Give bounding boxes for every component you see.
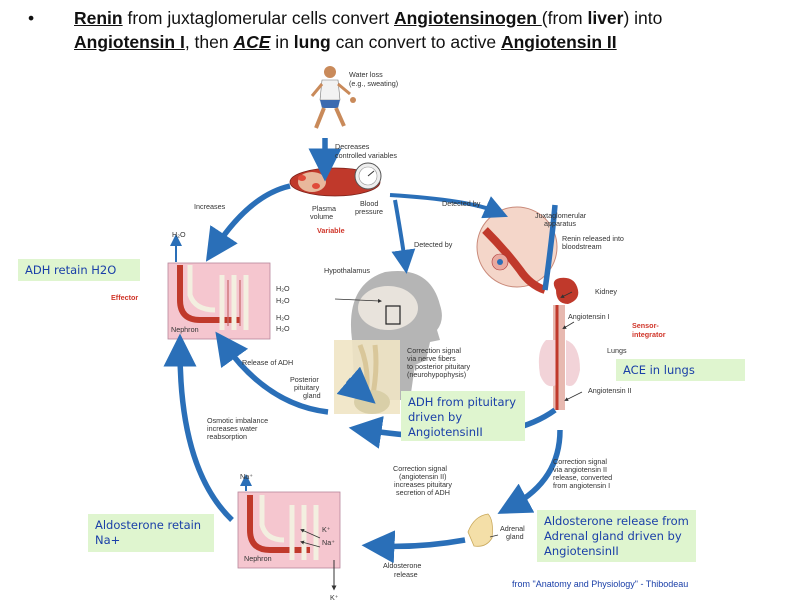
angiotensin-i-term: Angiotensin I (74, 32, 185, 52)
variable-label: Variable (317, 226, 345, 235)
bullet-dot: • (28, 8, 35, 28)
correction1-line4: (neurohypophysis) (407, 370, 466, 379)
h2o-label-1: H₂O (276, 284, 290, 293)
header-fragment: ) into (623, 8, 663, 28)
header-fragment: from juxtaglomerular cells convert (122, 8, 394, 28)
note-ace-in-lungs: ACE in lungs (616, 359, 745, 381)
blood-vessel-illustration (289, 162, 382, 197)
note-aldosterone-release: Aldosterone release from Adrenal gland d… (537, 510, 696, 562)
runner-figure (310, 66, 356, 129)
kidney-lungs-illustration (538, 277, 580, 410)
integrator-label: integrator (632, 330, 666, 339)
correction1-line1: Correction signal (407, 346, 461, 355)
h2o-top-label: H₂O (172, 230, 186, 239)
hypothalamus-label: Hypothalamus (324, 266, 370, 275)
gland-label: gland (303, 391, 321, 400)
lungs-label: Lungs (607, 346, 627, 355)
renin-released-label: Renin released into (562, 234, 624, 243)
decreases-label: Decreases (335, 142, 370, 151)
lung-term: lung (293, 32, 331, 52)
juxtaglomerular-illustration (476, 206, 558, 294)
angiotensin-ii-term: Angiotensin II (500, 32, 617, 52)
na-top-label: Na⁺ (240, 472, 253, 481)
na-plus-label: Na⁺ (322, 538, 335, 547)
h2o-label-2: H₂O (276, 296, 290, 305)
nephron-upper-label: Nephron (171, 325, 199, 334)
header-fragment: , then (184, 32, 234, 52)
sweating-label: (e.g., sweating) (349, 79, 398, 88)
aldosterone-release-line1: Aldosterone (383, 561, 421, 570)
controlled-variables-label: controlled variables (335, 151, 397, 160)
cycle-arrows (163, 138, 563, 564)
aldosterone-release-line2: release (394, 570, 418, 579)
k-plus-label: K⁺ (322, 525, 331, 534)
water-loss-label: Water loss (349, 70, 383, 79)
correction3-line2: via angiotensin II (553, 465, 607, 474)
osmotic-line2: increases water (207, 424, 258, 433)
gland-adrenal-label: gland (506, 532, 524, 541)
header-fragment: (from (541, 8, 588, 28)
osmotic-line3: reabsorption (207, 432, 247, 441)
renin-term: Renin (74, 8, 123, 28)
header-fragment: can convert to active (330, 32, 501, 52)
note-adh-retain-h2o: ADH retain H2O (18, 259, 140, 281)
nephron-lower-illustration (237, 474, 341, 591)
correction2-line1: Correction signal (393, 464, 447, 473)
kidney-label: Kidney (595, 287, 617, 296)
jg-label-1: Juxtaglomerular (535, 211, 587, 220)
angiotensin-ii-label: Angiotensin II (588, 386, 632, 395)
effector-label: Effector (111, 293, 138, 302)
diagram-labels: Water loss (e.g., sweating) Decreases co… (111, 70, 666, 602)
correction1-line3: to posterior pituitary (407, 362, 471, 371)
plasma-label: Plasma (312, 204, 336, 213)
liver-term: liver (587, 8, 624, 28)
correction3-line1: Correction signal (553, 457, 607, 466)
correction2-line2: (angiotensin II) (399, 472, 447, 481)
source-citation: from "Anatomy and Physiology" - Thibodea… (512, 579, 689, 589)
sensor-label: Sensor- (632, 321, 659, 330)
nephron-lower-label: Nephron (244, 554, 272, 563)
detected-by-label-2: Detected by (414, 240, 453, 249)
angiotensinogen-term: Angiotensinogen (393, 8, 542, 28)
note-aldosterone-retain-na: Aldosterone retain Na+ (88, 514, 214, 552)
blood-label: Blood (360, 199, 378, 208)
ace-term: ACE (233, 32, 271, 52)
header-text: Renin from juxtaglomerular cells convert… (74, 6, 794, 54)
pressure-label: pressure (355, 207, 383, 216)
release-adh-label: Release of ADH (242, 358, 293, 367)
note-adh-from-pituitary: ADH from pituitary driven by Angiotensin… (401, 391, 525, 441)
h2o-label-4: H₂O (276, 324, 290, 333)
osmotic-line1: Osmotic imbalance (207, 416, 268, 425)
adrenal-label: Adrenal (500, 524, 525, 533)
jg-label-2: apparatus (544, 219, 576, 228)
detected-by-label-1: Detected by (442, 199, 481, 208)
adrenal-illustration (467, 513, 493, 547)
head-illustration (334, 270, 442, 414)
correction1-line2: via nerve fibers (407, 354, 456, 363)
correction2-line3: increases pituitary (394, 480, 452, 489)
increases-label: Increases (194, 202, 226, 211)
nephron-upper-illustration (167, 234, 271, 340)
angiotensin-i-label: Angiotensin I (568, 312, 610, 321)
k-bottom-label: K⁺ (330, 593, 339, 602)
pituitary-label: pituitary (294, 383, 320, 392)
correction3-line4: from angiotensin I (553, 481, 610, 490)
h2o-label-3: H₂O (276, 313, 290, 322)
correction3-line3: release, converted (553, 473, 612, 482)
volume-label: volume (310, 212, 333, 221)
correction2-line4: secretion of ADH (396, 488, 450, 497)
header-fragment: in (270, 32, 294, 52)
label-arrows (300, 291, 583, 548)
bloodstream-label: bloodstream (562, 242, 602, 251)
posterior-label: Posterior (290, 375, 319, 384)
